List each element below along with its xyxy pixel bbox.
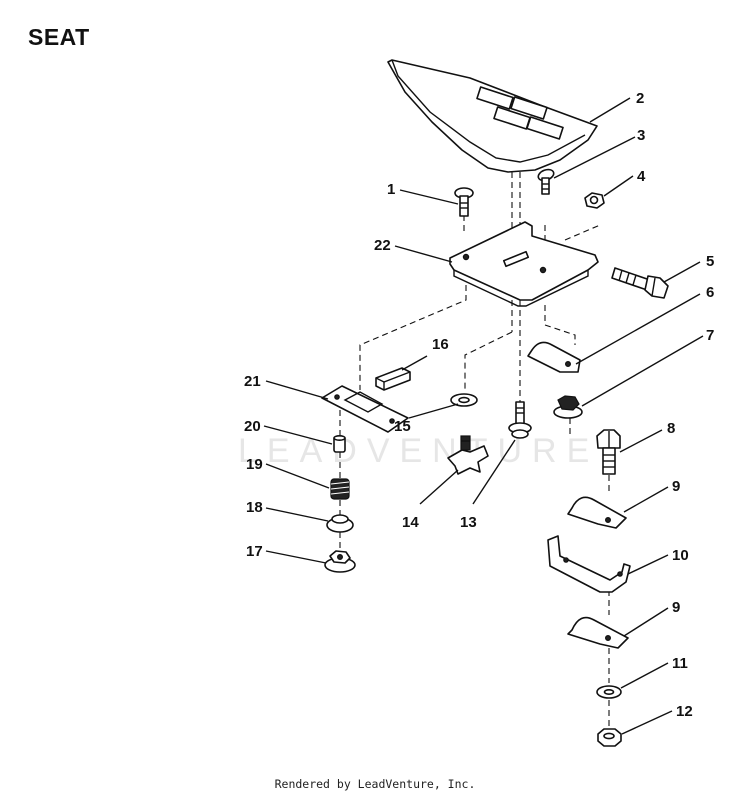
callout-21: 21 <box>244 373 261 390</box>
part-carriage-bolt <box>454 187 474 217</box>
callout-14: 14 <box>402 514 419 531</box>
callout-9-upper: 9 <box>672 478 680 495</box>
callout-labels: 1 2 3 4 5 6 7 8 9 10 9 11 12 13 14 15 16… <box>244 90 714 720</box>
part-nut-4 <box>584 192 605 209</box>
callout-11: 11 <box>672 655 688 672</box>
part-shoulder-bolt-13 <box>508 401 532 439</box>
part-pin-20 <box>333 434 346 453</box>
callout-13: 13 <box>460 514 477 531</box>
part-spacer-18 <box>326 514 354 533</box>
part-slide-plate-21 <box>321 385 409 433</box>
part-clip-9-upper <box>567 496 627 529</box>
part-clip-6 <box>527 341 581 373</box>
callout-20: 20 <box>244 418 261 435</box>
part-washer-11 <box>596 685 622 699</box>
callout-15: 15 <box>394 418 411 435</box>
page-title: SEAT <box>28 24 90 50</box>
part-spring-19 <box>330 478 350 500</box>
callout-6: 6 <box>706 284 714 301</box>
part-bolt-3 <box>537 168 555 195</box>
watermark: LEADVENTURE <box>238 432 599 470</box>
part-hex-bolt-5 <box>611 267 669 299</box>
callout-17: 17 <box>246 543 263 560</box>
part-bracket-10 <box>547 535 631 593</box>
callout-10: 10 <box>672 547 689 564</box>
leader-lines <box>263 97 704 735</box>
part-seat-bracket <box>449 221 599 307</box>
footer-credit: Rendered by LeadVenture, Inc. <box>274 777 476 791</box>
part-flange-nut-17 <box>324 550 356 573</box>
callout-22: 22 <box>374 237 391 254</box>
part-hex-bolt-8 <box>596 429 621 475</box>
callout-1: 1 <box>387 181 395 198</box>
part-clip-9-lower <box>567 616 629 649</box>
callout-8: 8 <box>667 420 675 437</box>
callout-18: 18 <box>246 499 263 516</box>
callout-3: 3 <box>637 127 645 144</box>
callout-5: 5 <box>706 253 714 270</box>
callout-7: 7 <box>706 327 714 344</box>
callout-4: 4 <box>637 168 646 185</box>
part-seat <box>387 59 598 173</box>
callout-2: 2 <box>636 90 644 107</box>
assembly-lines <box>339 172 610 728</box>
part-nut-12 <box>597 728 622 747</box>
callout-9-lower: 9 <box>672 599 680 616</box>
callout-12: 12 <box>676 703 693 720</box>
callout-19: 19 <box>246 456 263 473</box>
part-block-16 <box>375 367 411 391</box>
callout-16: 16 <box>432 336 449 353</box>
part-washer-15 <box>450 393 478 407</box>
part-flange-nut-7 <box>553 395 583 419</box>
